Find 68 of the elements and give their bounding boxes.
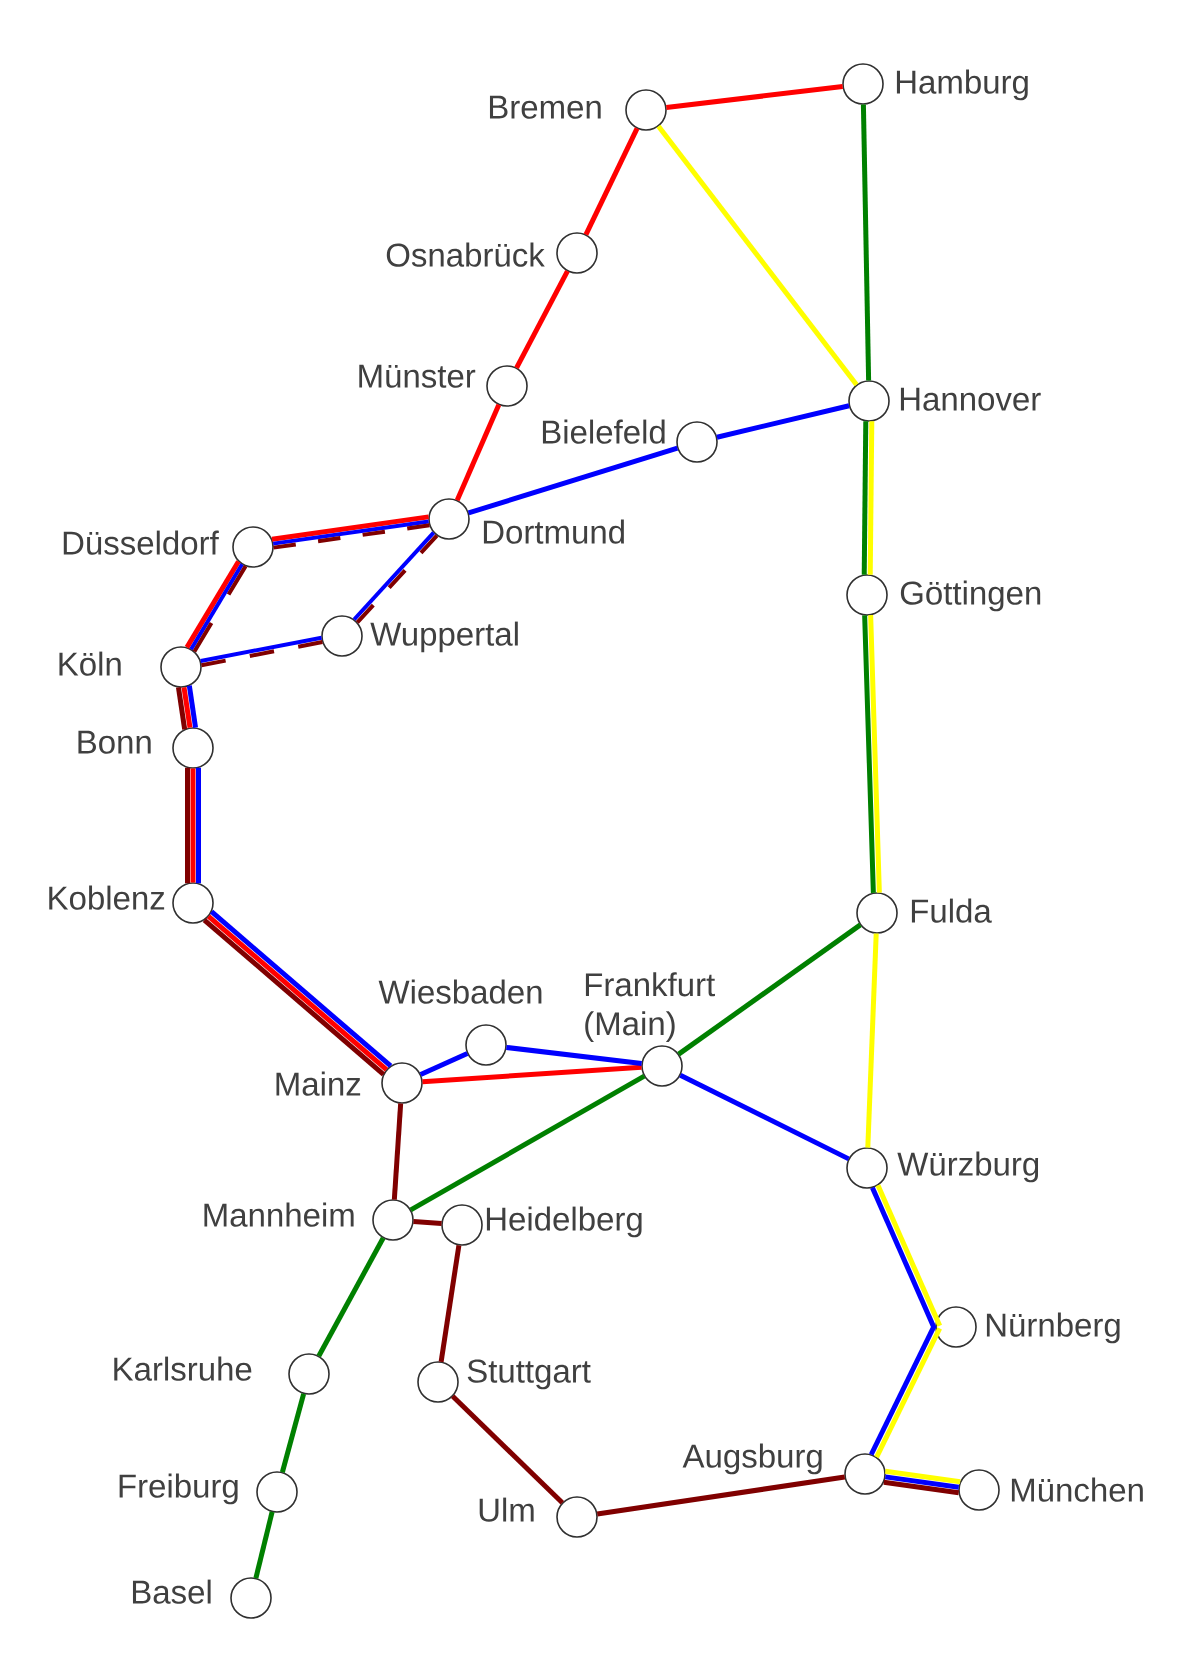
station-name: Osnabrück bbox=[386, 242, 545, 267]
station-name: Nürnberg bbox=[986, 1312, 1120, 1344]
rail-line bbox=[279, 1393, 307, 1473]
rail-line bbox=[175, 686, 188, 730]
station-name: München bbox=[1011, 1477, 1143, 1502]
rail-line bbox=[583, 127, 640, 236]
rail-line bbox=[454, 403, 502, 502]
station-name: Koblenz bbox=[49, 885, 165, 910]
station-name: Münster bbox=[359, 364, 476, 388]
rail-line bbox=[271, 514, 429, 542]
station-name: Dortmund bbox=[483, 519, 624, 544]
station-name: Basel bbox=[132, 1579, 211, 1604]
rail-line bbox=[506, 1044, 642, 1067]
station-name: Bielefeld bbox=[542, 419, 665, 444]
rail-line bbox=[875, 1184, 943, 1327]
rail-line bbox=[884, 1474, 960, 1490]
rail-line bbox=[196, 767, 201, 884]
station-name: Karlsruhe bbox=[114, 1356, 252, 1381]
rail-line bbox=[467, 445, 679, 516]
station-name: Wuppertal bbox=[370, 621, 518, 653]
station-name: Mannheim bbox=[204, 1202, 354, 1227]
rail-line bbox=[666, 83, 843, 111]
rail-line bbox=[884, 1468, 961, 1485]
rail-line bbox=[865, 933, 879, 1148]
station-name: Frankfurt (Main) bbox=[585, 972, 715, 1042]
rail-line bbox=[438, 1244, 462, 1363]
station-name: Mainz bbox=[276, 1071, 361, 1096]
station-name: Stuttgart bbox=[467, 1359, 591, 1390]
station-name: Hamburg bbox=[896, 69, 1028, 101]
station-name: Augsburg bbox=[682, 1443, 822, 1475]
station-name: Ulm bbox=[479, 1497, 534, 1522]
rail-line bbox=[185, 767, 190, 884]
rail-line bbox=[861, 421, 869, 575]
station-name: Würzburg bbox=[897, 1151, 1039, 1183]
rail-line bbox=[409, 1074, 646, 1212]
rail-line bbox=[883, 1479, 960, 1496]
station-name: Köln bbox=[59, 651, 121, 676]
rail-line bbox=[450, 1394, 565, 1505]
rail-line bbox=[679, 1072, 850, 1162]
rail-line bbox=[596, 1474, 846, 1517]
rail-line bbox=[867, 421, 875, 575]
rail-line bbox=[656, 124, 859, 387]
rail-line bbox=[514, 270, 570, 370]
rail-line bbox=[868, 615, 882, 893]
rail-line bbox=[391, 1103, 404, 1200]
rail-line bbox=[253, 1511, 275, 1579]
rail-line bbox=[316, 1236, 386, 1358]
rail-line bbox=[186, 685, 199, 729]
rail-line bbox=[190, 768, 196, 883]
rail-line bbox=[862, 615, 876, 893]
rail-line bbox=[677, 922, 862, 1057]
station-name: Bremen bbox=[489, 95, 601, 119]
station-name: Fulda bbox=[911, 898, 992, 923]
rail-line bbox=[716, 403, 850, 440]
rail-line bbox=[181, 686, 193, 729]
station-name: Göttingen bbox=[900, 580, 1041, 612]
station-name: Wiesbaden bbox=[378, 979, 542, 1004]
rail-line bbox=[860, 104, 872, 381]
station-name: Freiburg bbox=[119, 1473, 238, 1505]
station-name: Bonn bbox=[78, 730, 151, 754]
rail-line bbox=[413, 1219, 442, 1227]
rail-line bbox=[201, 640, 323, 668]
station-name: Hannover bbox=[900, 387, 1041, 411]
station-name: Heidelberg bbox=[486, 1206, 642, 1238]
rail-line bbox=[200, 635, 322, 663]
station-name: Düsseldorf bbox=[63, 530, 219, 555]
rail-line bbox=[419, 1051, 469, 1077]
rail-line bbox=[422, 1064, 642, 1085]
